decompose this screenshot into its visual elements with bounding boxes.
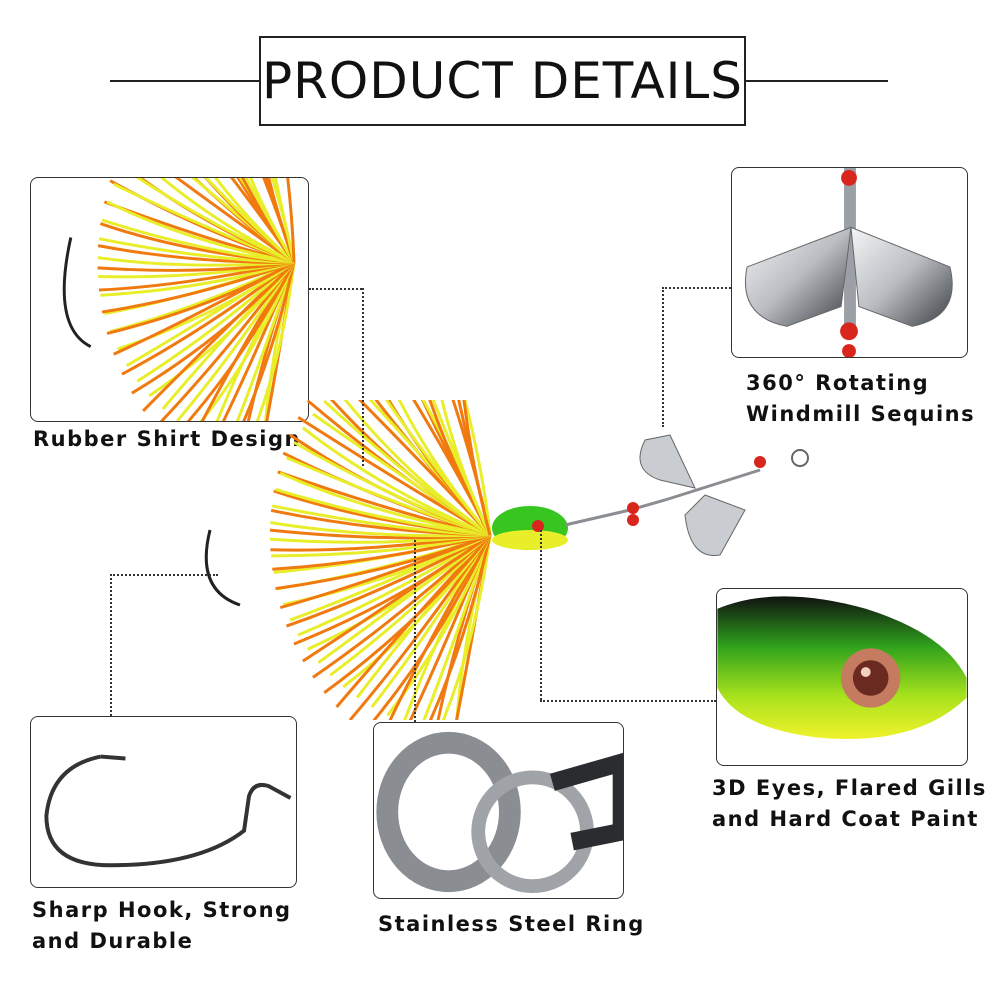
title-rule-right xyxy=(746,80,888,82)
leader-eyes-v xyxy=(540,530,542,700)
windmill-caption-line2: Windmill Sequins xyxy=(746,402,976,426)
leader-skirt-h xyxy=(309,288,362,290)
steel-ring-image xyxy=(373,722,624,899)
sharp-hook-image xyxy=(30,716,297,888)
leader-windmill-h xyxy=(662,287,731,289)
rubber-skirt-image xyxy=(30,177,309,422)
hook-caption-line1: Sharp Hook, Strong xyxy=(32,898,292,922)
eyes-caption-line2: and Hard Coat Paint xyxy=(712,807,979,831)
leader-skirt-v xyxy=(362,288,364,466)
leader-ring-v xyxy=(414,540,416,722)
eyes-caption-line1: 3D Eyes, Flared Gills xyxy=(712,776,987,800)
leader-hook-h xyxy=(110,574,218,576)
title-rule-left xyxy=(110,80,260,82)
3d-eyes-image xyxy=(716,588,968,766)
ring-caption: Stainless Steel Ring xyxy=(378,912,645,936)
rubber-skirt-caption: Rubber Shirt Design xyxy=(33,427,301,451)
page-title: PRODUCT DETAILS xyxy=(259,36,746,126)
windmill-caption-line1: 360° Rotating xyxy=(746,371,930,395)
hook-caption-line2: and Durable xyxy=(32,929,194,953)
leader-hook-v xyxy=(110,574,112,716)
leader-windmill-v xyxy=(662,287,664,427)
leader-eyes-h xyxy=(540,700,716,702)
spinnerbait-lure-image xyxy=(200,297,820,771)
windmill-sequins-image xyxy=(731,167,968,358)
